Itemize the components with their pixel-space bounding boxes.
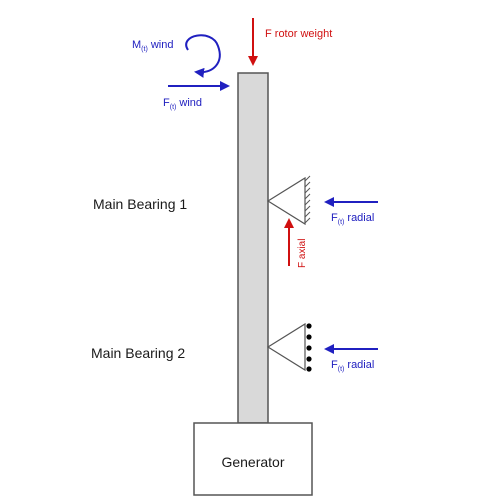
radial1-suffix: radial — [344, 212, 374, 224]
radial2-suffix: radial — [344, 359, 374, 371]
bearing1-hatch — [304, 175, 311, 224]
generator-box — [193, 422, 313, 496]
moment-wind-suffix: wind — [148, 39, 174, 51]
radial1-label: F(t) radial — [331, 212, 374, 226]
rotor-weight-label: F rotor weight — [265, 28, 332, 40]
bearing1-label: Main Bearing 1 — [93, 196, 187, 212]
bearing2-label: Main Bearing 2 — [91, 345, 185, 361]
radial1-subscript: (t) — [338, 219, 345, 226]
shaft — [237, 72, 269, 424]
radial1-symbol: F — [331, 212, 338, 224]
moment-wind-subscript: (t) — [141, 46, 148, 53]
radial2-subscript: (t) — [338, 366, 345, 373]
force-wind-label: F(t) wind — [163, 97, 202, 111]
bearing2-support-triangle — [266, 322, 306, 372]
force-wind-subscript: (t) — [170, 104, 177, 111]
axial-label: F axial — [297, 239, 308, 268]
moment-wind-arrow — [185, 34, 221, 78]
bearing2-rollers — [306, 323, 312, 372]
generator-label: Generator — [221, 454, 284, 470]
radial2-label: F(t) radial — [331, 359, 374, 373]
moment-wind-symbol: M — [132, 39, 141, 51]
radial2-symbol: F — [331, 359, 338, 371]
force-wind-symbol: F — [163, 97, 170, 109]
moment-wind-label: M(t) wind — [132, 39, 173, 53]
bearing1-support-triangle — [266, 176, 306, 226]
force-wind-suffix: wind — [176, 97, 202, 109]
